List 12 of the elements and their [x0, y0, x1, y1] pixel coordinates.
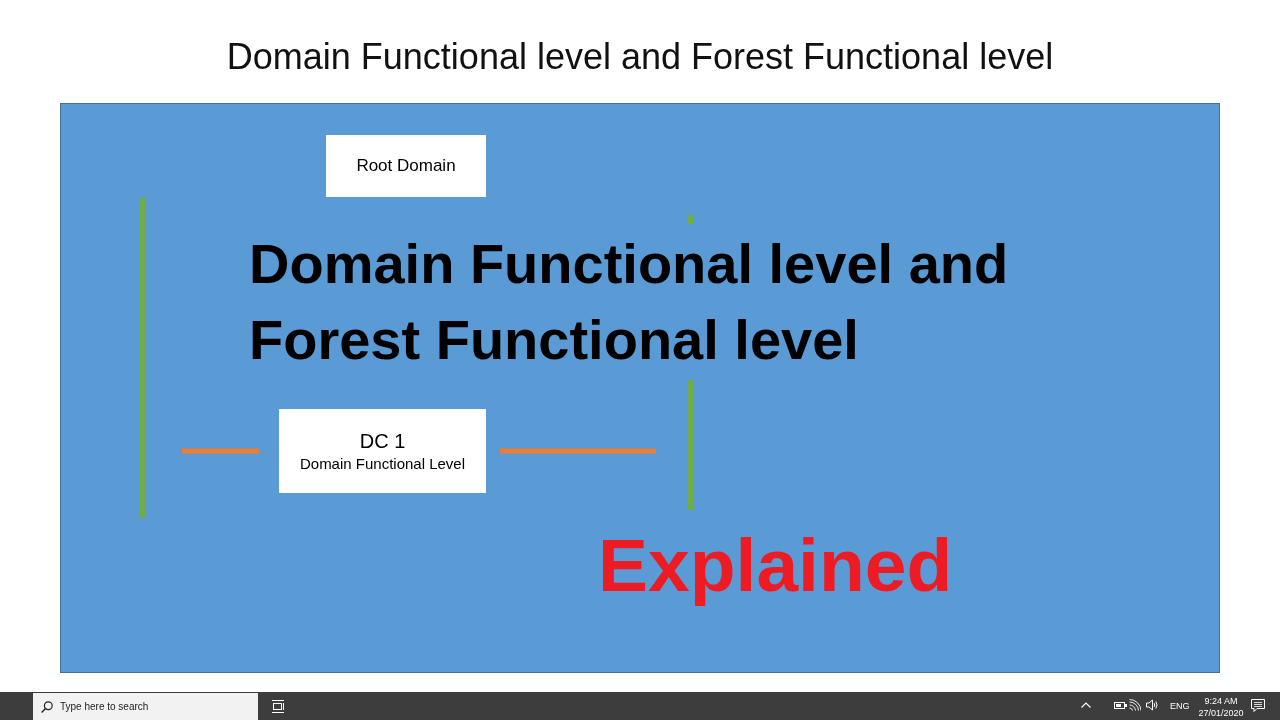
subtitle-text: Explained	[598, 522, 954, 609]
headline-text: Domain Functional level and Forest Functional level	[249, 231, 1010, 373]
domain-box	[326, 135, 486, 197]
slide-title: Domain Functional level and Forest Functional level	[225, 36, 1055, 78]
clock-date: 27/01/2020	[1197, 707, 1245, 719]
clock-time: 9:24 AM	[1203, 695, 1239, 707]
box-heading: DC 1	[359, 429, 406, 455]
search-field: Type here to search	[33, 693, 258, 720]
language-indicator: ENG	[1170, 700, 1191, 712]
box-text: Domain Functional Level	[299, 454, 466, 474]
controller-box	[279, 409, 486, 493]
box-text: Root Domain	[356, 154, 456, 177]
